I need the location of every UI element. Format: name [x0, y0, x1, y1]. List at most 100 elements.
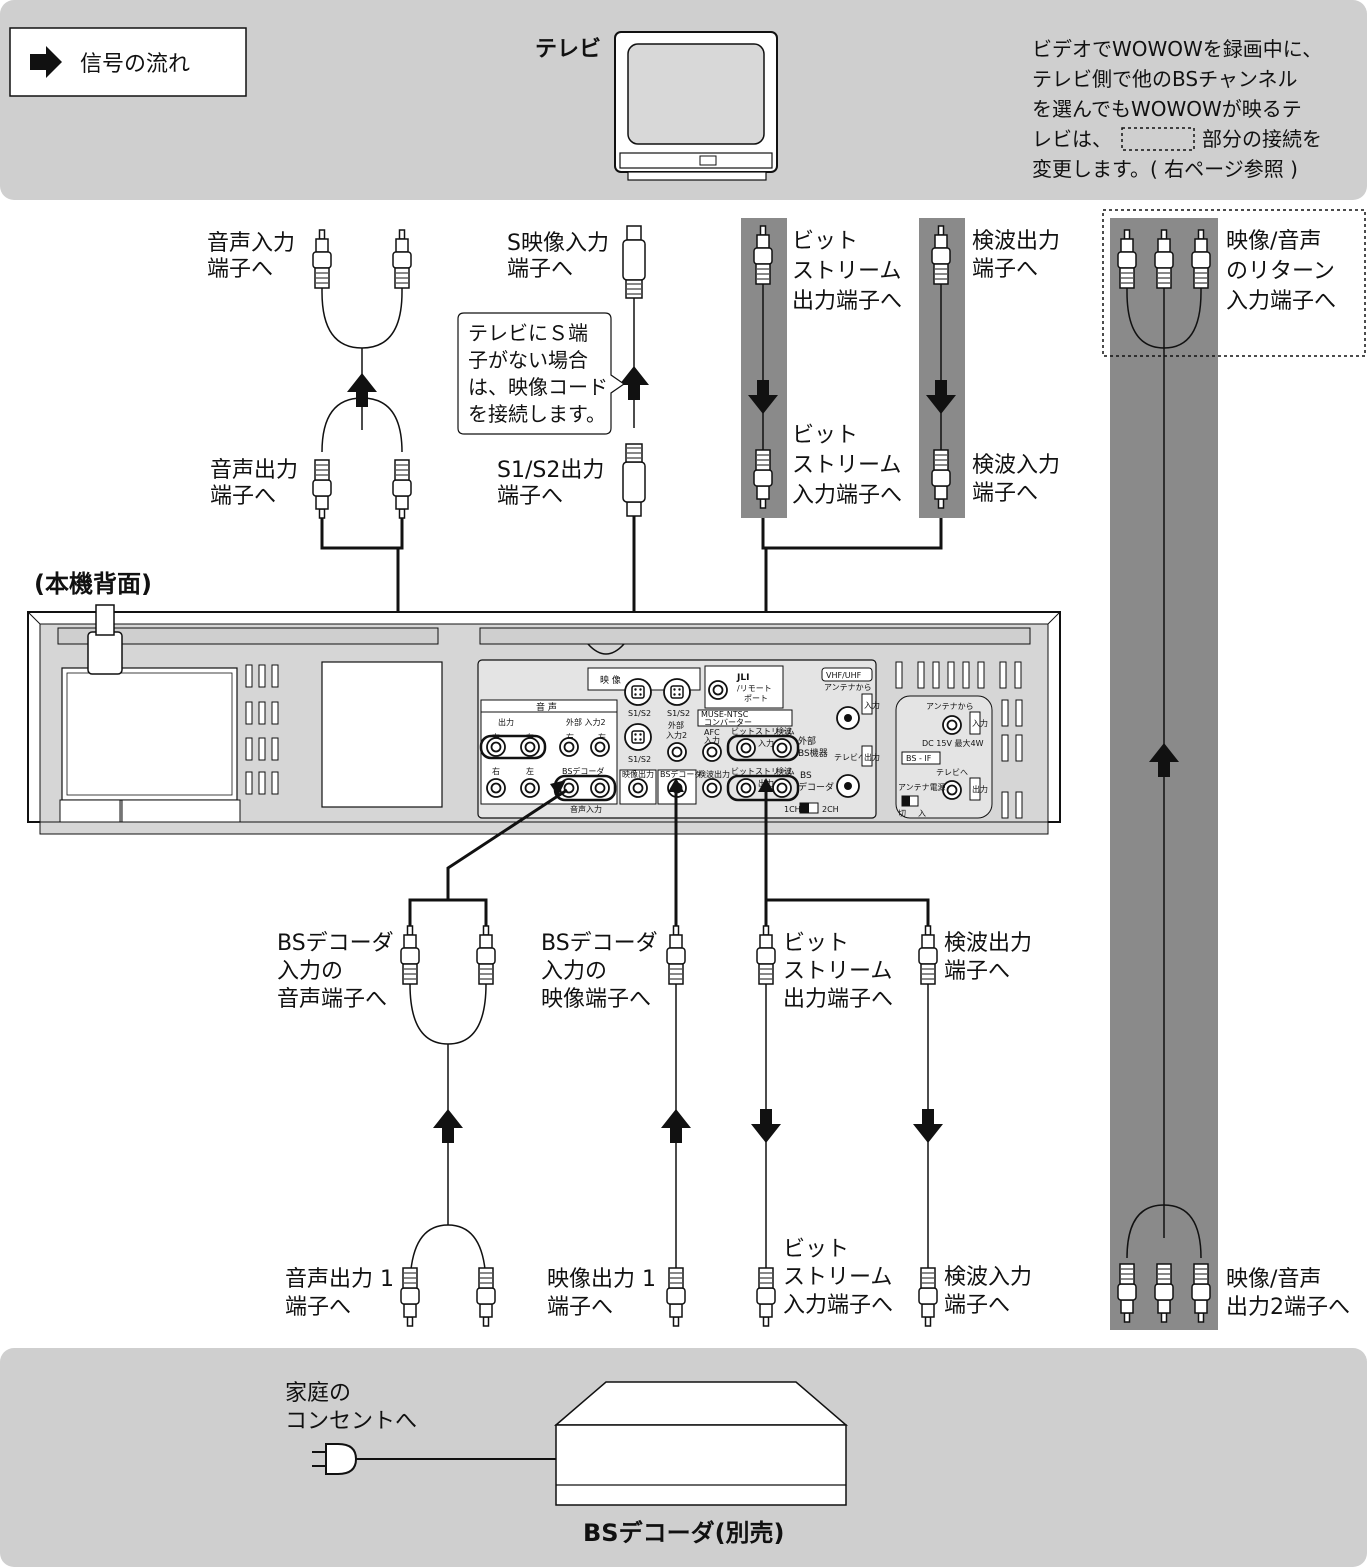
rca-plug-icon — [477, 1268, 495, 1326]
jack-icon — [942, 715, 962, 735]
return-in-label: 入力端子へ — [1226, 289, 1336, 314]
return-in-label: 映像/音声 — [1226, 229, 1321, 254]
panel-label: BS — [800, 771, 812, 781]
detect-out-label: 検波出力 — [972, 229, 1060, 254]
bs-detect-out-label: 検波出力 — [944, 931, 1032, 956]
bitstream-out-label: 出力端子へ — [792, 289, 902, 314]
s-terminal-callout: テレビにＳ端 子がない場合 は、映像コード を接続します。 — [457, 312, 626, 435]
s-jack-icon — [663, 678, 691, 706]
panel-label: ポート — [744, 694, 768, 703]
top-note-line: を選んでもWOWOWが映るテ — [1032, 97, 1302, 121]
av-out2-label: 出力2端子へ — [1226, 1295, 1350, 1320]
panel-label: 入力2 — [666, 730, 687, 740]
panel-label: 右 — [492, 766, 500, 776]
jack-icon — [486, 737, 506, 757]
s12-out-label: 端子へ — [497, 484, 563, 509]
rca-plug-icon — [757, 1268, 775, 1326]
bs-decoder-label: BSデコーダ(別売) — [583, 1519, 785, 1547]
bs-detect-out-label: 端子へ — [944, 959, 1010, 984]
rca-plug-icon — [1117, 229, 1137, 289]
rca-plug-icon — [1192, 1264, 1210, 1322]
rca-plug-icon — [931, 225, 951, 285]
panel-label: テレビへ — [834, 753, 866, 762]
panel-label: 2CH — [822, 805, 839, 814]
rca-plug-icon — [666, 925, 686, 985]
arrow-down-icon — [751, 1109, 781, 1143]
bs-bitstream-in-label: ビット — [783, 1237, 849, 1262]
panel-label-video: 映 像 — [600, 674, 621, 686]
top-note: ビデオでWOWOWを録画中に、 テレビ側で他のBSチャンネル を選んでもWOWO… — [1032, 37, 1322, 181]
jack-icon — [667, 742, 687, 762]
rca-plug-icon — [753, 225, 773, 285]
jack-icon — [559, 737, 579, 757]
top-note-line: ビデオでWOWOWを録画中に、 — [1032, 37, 1322, 61]
audio-out-label: 音声出力 — [210, 458, 298, 483]
rca-plug-icon — [476, 925, 496, 985]
jack-icon — [942, 780, 962, 800]
bs-detect-in-label: 検波入力 — [944, 1265, 1032, 1290]
bs-bitstream-out-label: ビット — [783, 931, 849, 956]
bs-bitstream-route-line — [764, 790, 930, 926]
s-jack-icon — [624, 678, 652, 706]
jack-icon — [736, 778, 756, 798]
panel-label: S1/S2 — [628, 709, 651, 718]
rca-plug-icon — [1191, 229, 1211, 289]
panel-label: 映像出力 — [622, 769, 654, 779]
bs-bitstream-out-label: ストリーム — [783, 959, 892, 984]
panel-label-audio: 音 声 — [536, 701, 557, 713]
panel-label: 入力 — [758, 738, 774, 748]
arrow-up-icon — [661, 1109, 691, 1143]
callout-line: を接続します。 — [468, 402, 606, 426]
video-out1-label: 映像出力 1 — [547, 1267, 656, 1292]
bs-audio-route-line — [408, 788, 568, 926]
arrow-up-icon — [347, 373, 377, 407]
tv-label: テレビ — [535, 37, 601, 62]
panel-label: BSデコーダ — [660, 769, 702, 779]
panel-label: アンテナから — [824, 683, 872, 692]
jack-icon — [702, 778, 722, 798]
callout-line: 子がない場合 — [468, 348, 588, 372]
audio-out-highlight — [479, 734, 547, 760]
panel-label: ビットストリーム — [731, 767, 795, 776]
top-note-line: テレビ側で他のBSチャンネル — [1032, 67, 1297, 91]
panel-label: 検波 — [776, 726, 792, 736]
outlet-label: コンセントへ — [285, 1409, 417, 1434]
arrow-up-icon — [758, 778, 774, 792]
panel-label: 出力 — [972, 784, 988, 794]
rca-plug-icon — [756, 925, 776, 985]
bs-bitstream-in-label: ストリーム — [783, 1265, 892, 1290]
rca-plug-icon — [1155, 1264, 1173, 1322]
s-video-in-label: 端子へ — [507, 257, 573, 282]
panel-label: S1/S2 — [667, 709, 690, 718]
video-out1-label: 端子へ — [547, 1295, 613, 1320]
panel-label: 外部 — [798, 735, 816, 747]
jack-icon — [736, 738, 756, 758]
arrow-up-icon — [668, 778, 684, 792]
detect-out-label: 端子へ — [972, 257, 1038, 282]
panel-label: 切 — [898, 809, 906, 818]
bs-audio-in-label: 音声端子へ — [277, 987, 387, 1012]
bs-audio-in-label: 入力の — [277, 959, 343, 984]
panel-label: テレビへ — [936, 768, 968, 777]
jack-icon — [772, 778, 792, 798]
jack-icon — [520, 737, 540, 757]
bs-video-in-label: 入力の — [541, 959, 607, 984]
bs-video-in-label: 映像端子へ — [541, 987, 651, 1012]
legend-box: 信号の流れ — [9, 27, 247, 97]
rca-plug-icon — [1154, 229, 1174, 289]
jack-icon — [772, 738, 792, 758]
audio-out1-label: 端子へ — [285, 1295, 351, 1320]
rca-plug-icon — [918, 925, 938, 985]
audio-in-label: 音声入力 — [207, 231, 295, 256]
jack-icon — [590, 778, 610, 798]
panel-label: 外部 — [668, 720, 684, 730]
panel-label: 右 — [566, 732, 574, 742]
rca-plug-icon — [919, 1268, 937, 1326]
jack-icon — [486, 778, 506, 798]
bs-audio-cable — [409, 983, 487, 1289]
rca-plug-icon — [932, 450, 950, 508]
panel-label: S1/S2 — [628, 755, 651, 764]
panel-label: デコーダ — [798, 781, 834, 793]
bitstream-in-label: ビット — [792, 423, 858, 448]
